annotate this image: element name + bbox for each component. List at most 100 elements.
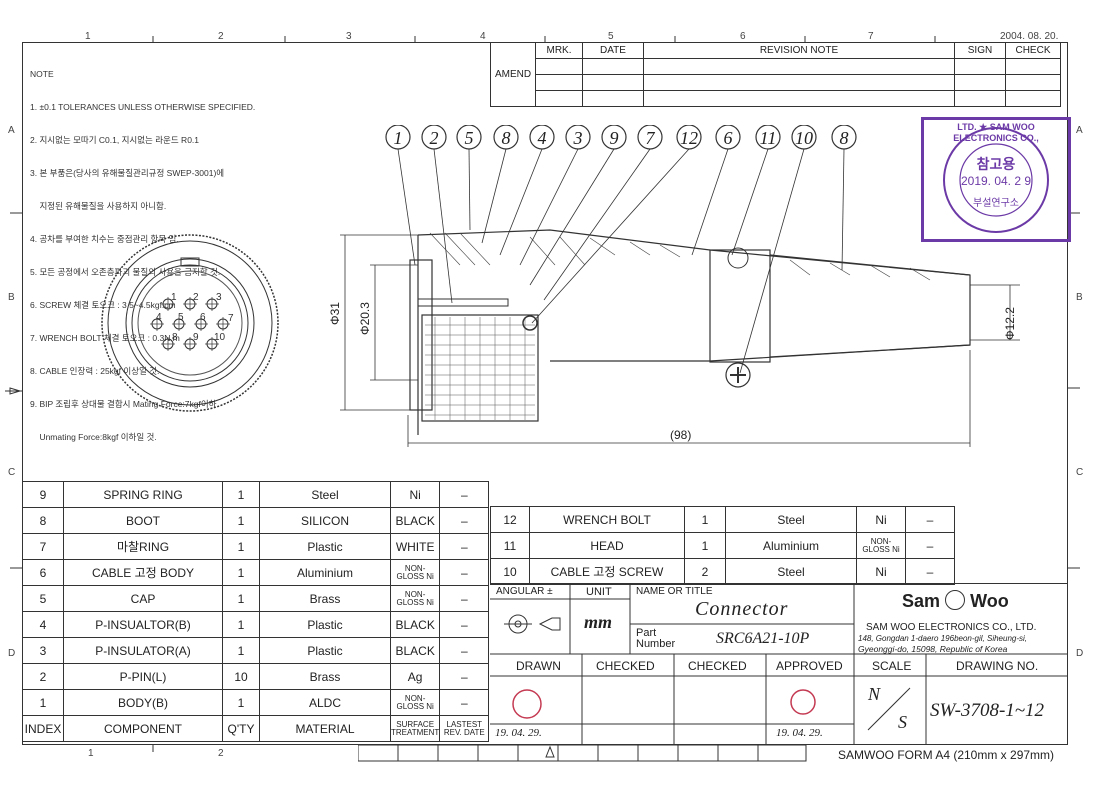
bom-left-5-rev: –: [439, 611, 490, 638]
stamp-ring-text: LTD. ★ SAM WOO ELECTRONICS CO.,: [953, 122, 1039, 143]
bom-left-0-material: Steel: [259, 481, 391, 508]
callout-2: 2: [430, 128, 439, 148]
grid-num-1: 1: [85, 31, 91, 42]
bom-header-material: MATERIAL: [259, 715, 391, 742]
tb-drawing-no: SW-3708-1~12: [930, 700, 1045, 721]
bom-right-0-qty: 1: [684, 506, 726, 533]
logo-icon: [945, 590, 966, 610]
bom-right-1-rev: –: [905, 532, 955, 559]
bom-left-4-index: 5: [22, 585, 64, 612]
callout-10: 10: [795, 128, 813, 148]
grid-num-5: 5: [608, 31, 614, 42]
tb-scale-s: S: [898, 712, 907, 732]
callout-9: 9: [610, 128, 619, 148]
bom-right-1-component: HEAD: [529, 532, 685, 559]
title-block: ANGULAR ± UNIT mm NAME OR TITLE Connecto…: [490, 583, 1068, 744]
tb-angular-label: ANGULAR ±: [496, 586, 553, 597]
bom-header-component: COMPONENT: [63, 715, 223, 742]
bom-left-0-rev: –: [439, 481, 490, 508]
rev-note-header: REVISION NOTE: [643, 42, 955, 59]
side-letter-b-left: B: [8, 292, 15, 303]
pin-label-2: 2: [193, 292, 199, 303]
note-line-9: 8. CABLE 인장력 : 25kgf 이상일 것.: [30, 366, 160, 376]
bom-left-1-surface: BLACK: [389, 507, 441, 534]
header-date: 2004. 08. 20.: [1000, 31, 1059, 42]
pin-label-5: 5: [178, 312, 184, 323]
bom-right-2-material: Steel: [725, 558, 857, 585]
callout-6: 6: [724, 128, 733, 148]
side-letter-d-left: D: [8, 648, 16, 659]
bom-left-1-index: 8: [22, 507, 64, 534]
side-letter-a-right: A: [1076, 125, 1083, 136]
pin-label-7: 7: [228, 313, 234, 324]
footer-num-1: 1: [88, 748, 94, 759]
tb-checked2-label: CHECKED: [688, 659, 747, 673]
tb-scale-label: SCALE: [872, 659, 912, 673]
bom-header-row: INDEX COMPONENT Q'TY MATERIAL SURFACE TR…: [22, 715, 490, 742]
bom-right-0-component: WRENCH BOLT: [529, 506, 685, 533]
company-address-2: Gyeonggi-do, 15098, Republic of Korea: [858, 644, 1008, 654]
bom-left-0-qty: 1: [222, 481, 260, 508]
tb-drawn-date: 19. 04. 29.: [495, 727, 542, 739]
bom-left-2-rev: –: [439, 533, 490, 560]
bom-left-3-surface: NON- GLOSS Ni: [389, 559, 441, 586]
bom-left-2-component: 마찰RING: [63, 533, 223, 560]
bom-left-7-material: Brass: [259, 663, 391, 690]
side-letter-c-right: C: [1076, 467, 1084, 478]
company-logo: Sam Woo: [902, 590, 1009, 612]
company-address-1: 148, Gongdan 1-daero 196beon-gil, Siheun…: [858, 634, 1028, 643]
bom-right-1-surface: NON- GLOSS Ni: [856, 532, 906, 559]
bom-left-2-surface: WHITE: [389, 533, 441, 560]
bom-header-surface: SURFACE TREATMENT: [389, 715, 441, 742]
bom-right-2-qty: 2: [684, 558, 726, 585]
callout-8b: 8: [840, 128, 849, 148]
rev-mrk-header: MRK.: [535, 42, 583, 59]
pin-label-9: 9: [193, 332, 199, 343]
bom-left-7-qty: 10: [222, 663, 260, 690]
bom-left-1-qty: 1: [222, 507, 260, 534]
bom-right-0-rev: –: [905, 506, 955, 533]
bom-left-6-qty: 1: [222, 637, 260, 664]
footer-num-2: 2: [218, 748, 224, 759]
callout-11: 11: [760, 128, 777, 148]
bom-left-3-component: CABLE 고정 BODY: [63, 559, 223, 586]
bom-right-2-component: CABLE 고정 SCREW: [529, 558, 685, 585]
bom-left-1-component: BOOT: [63, 507, 223, 534]
side-letter-d-right: D: [1076, 648, 1084, 659]
bom-left-5-component: P-INSUALTOR(B): [63, 611, 223, 638]
callout-8a: 8: [502, 128, 511, 148]
bom-left-0-component: SPRING RING: [63, 481, 223, 508]
note-line-1: 1. ±0.1 TOLERANCES UNLESS OTHERWISE SPEC…: [30, 102, 256, 112]
bom-left-7-rev: –: [439, 663, 490, 690]
dim-length: (98): [670, 428, 692, 442]
bom-left-6-material: Plastic: [259, 637, 391, 664]
bom-left-2-material: Plastic: [259, 533, 391, 560]
side-letter-b-right: B: [1076, 292, 1083, 303]
note-line-10: 9. BIP 조립후 상대물 결합시 Mating Force:7kgf이하: [30, 399, 217, 409]
grid-num-2: 2: [218, 31, 224, 42]
footer-form: SAMWOO FORM A4 (210mm x 297mm): [838, 748, 1055, 762]
dim-phi20: Φ20.3: [358, 302, 372, 335]
tb-drawing-no-label: DRAWING NO.: [956, 659, 1039, 673]
bom-left-6-rev: –: [439, 637, 490, 664]
company-name: SAM WOO ELECTRONICS CO., LTD.: [866, 622, 1037, 633]
rev-sign-header: SIGN: [954, 42, 1006, 59]
bom-left-6-index: 3: [22, 637, 64, 664]
bom-left-5-index: 4: [22, 611, 64, 638]
stamp-dept: 부설연구소: [973, 198, 1019, 209]
bom-left-2-qty: 1: [222, 533, 260, 560]
bom-header-rev: LASTEST REV. DATE: [439, 715, 490, 742]
bom-left-6-component: P-INSULATOR(A): [63, 637, 223, 664]
bom-right-1-index: 11: [490, 532, 530, 559]
dim-phi31: Φ31: [328, 302, 342, 325]
tb-scale-n: N: [868, 684, 881, 704]
